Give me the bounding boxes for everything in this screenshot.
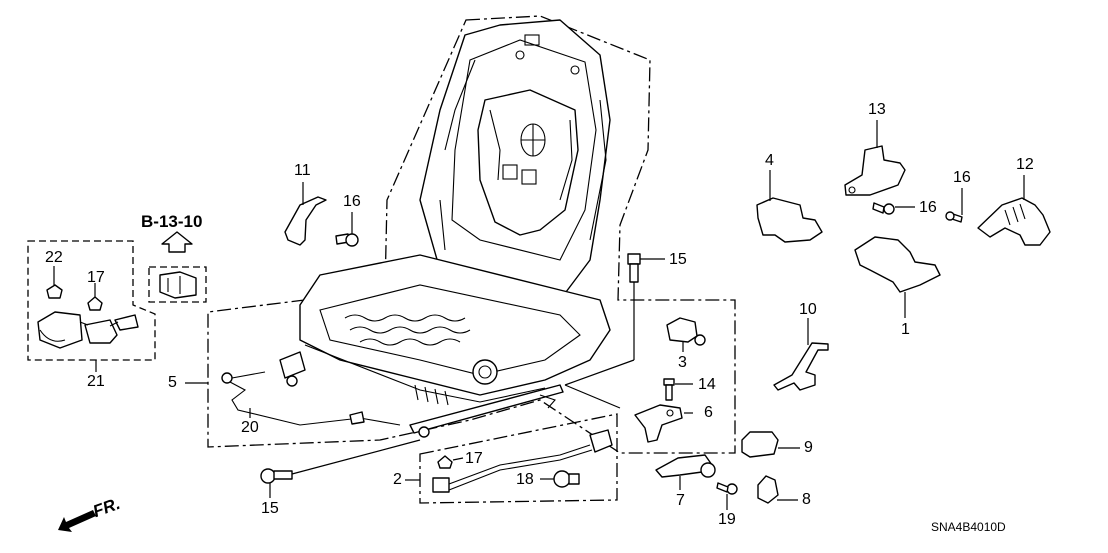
part-22-clip[interactable] bbox=[46, 284, 63, 299]
part-7-lever[interactable] bbox=[655, 454, 716, 490]
callout-14[interactable]: 14 bbox=[698, 376, 716, 393]
callout-12[interactable]: 12 bbox=[1016, 156, 1034, 173]
callout-5[interactable]: 5 bbox=[168, 374, 177, 391]
front-arrow-icon bbox=[58, 510, 96, 532]
part-12-cover[interactable] bbox=[977, 175, 1051, 246]
part-17-clip-lower[interactable] bbox=[437, 455, 464, 469]
part-21-harness[interactable] bbox=[37, 311, 139, 349]
callout-2[interactable]: 2 bbox=[393, 471, 402, 488]
part-6-bracket[interactable] bbox=[564, 384, 693, 443]
callout-10[interactable]: 10 bbox=[799, 301, 817, 318]
callout-22[interactable]: 22 bbox=[45, 249, 63, 266]
callout-16-middle[interactable]: 16 bbox=[919, 199, 937, 216]
callout-15-lower[interactable]: 15 bbox=[261, 500, 279, 517]
part-9-knob[interactable] bbox=[741, 431, 800, 458]
callout-20[interactable]: 20 bbox=[241, 419, 259, 436]
part-15-bolt-upper[interactable] bbox=[564, 253, 665, 386]
seat-back-frame[interactable] bbox=[419, 19, 611, 301]
part-2-harness[interactable] bbox=[432, 429, 613, 493]
callout-8[interactable]: 8 bbox=[802, 491, 811, 508]
part-16-screw-middle[interactable] bbox=[872, 202, 915, 215]
callout-6[interactable]: 6 bbox=[704, 404, 713, 421]
part-11-bracket[interactable] bbox=[284, 182, 327, 246]
up-arrow-icon bbox=[161, 231, 193, 253]
seat-assembly-boundary bbox=[207, 15, 736, 454]
callout-1[interactable]: 1 bbox=[901, 321, 910, 338]
part-4-cover[interactable] bbox=[756, 170, 823, 243]
reference-b-13-10[interactable]: B-13-10 bbox=[141, 212, 203, 231]
callout-13[interactable]: 13 bbox=[868, 101, 886, 118]
part-17-clip-top[interactable] bbox=[87, 296, 103, 311]
relay[interactable] bbox=[159, 271, 197, 299]
callout-3[interactable]: 3 bbox=[678, 354, 687, 371]
relay-boundary bbox=[148, 266, 207, 303]
part-16-screw-right[interactable] bbox=[945, 188, 963, 223]
callout-16-left[interactable]: 16 bbox=[343, 193, 361, 210]
part-18-grommet[interactable] bbox=[540, 470, 580, 488]
part-13-bracket[interactable] bbox=[844, 120, 906, 196]
callout-16-right[interactable]: 16 bbox=[953, 169, 971, 186]
part-10-bracket[interactable] bbox=[773, 318, 829, 391]
part-21-boundary bbox=[27, 240, 156, 361]
part-20-rod[interactable] bbox=[221, 371, 401, 426]
callout-4[interactable]: 4 bbox=[765, 152, 774, 169]
part-14-screw[interactable] bbox=[663, 378, 693, 401]
callout-9[interactable]: 9 bbox=[804, 439, 813, 456]
callout-19[interactable]: 19 bbox=[718, 511, 736, 528]
part-15-bolt-lower[interactable] bbox=[260, 439, 421, 498]
part-3-actuator[interactable] bbox=[666, 317, 706, 352]
callout-7[interactable]: 7 bbox=[676, 492, 685, 509]
callout-21[interactable]: 21 bbox=[87, 373, 105, 390]
part-19-screw[interactable] bbox=[716, 482, 738, 510]
part-16-screw-left[interactable] bbox=[335, 212, 359, 247]
callout-17-upper[interactable]: 17 bbox=[87, 269, 105, 286]
part-2-boundary bbox=[419, 413, 618, 504]
callout-15-upper[interactable]: 15 bbox=[669, 251, 687, 268]
diagram-code: SNA4B4010D bbox=[931, 520, 1006, 534]
callout-11[interactable]: 11 bbox=[294, 162, 311, 179]
callout-17-lower[interactable]: 17 bbox=[465, 450, 483, 467]
callout-18[interactable]: 18 bbox=[516, 471, 534, 488]
seat-cushion-frame[interactable] bbox=[279, 254, 611, 438]
part-8-cap[interactable] bbox=[757, 475, 798, 504]
part-1-cover[interactable] bbox=[854, 236, 941, 318]
